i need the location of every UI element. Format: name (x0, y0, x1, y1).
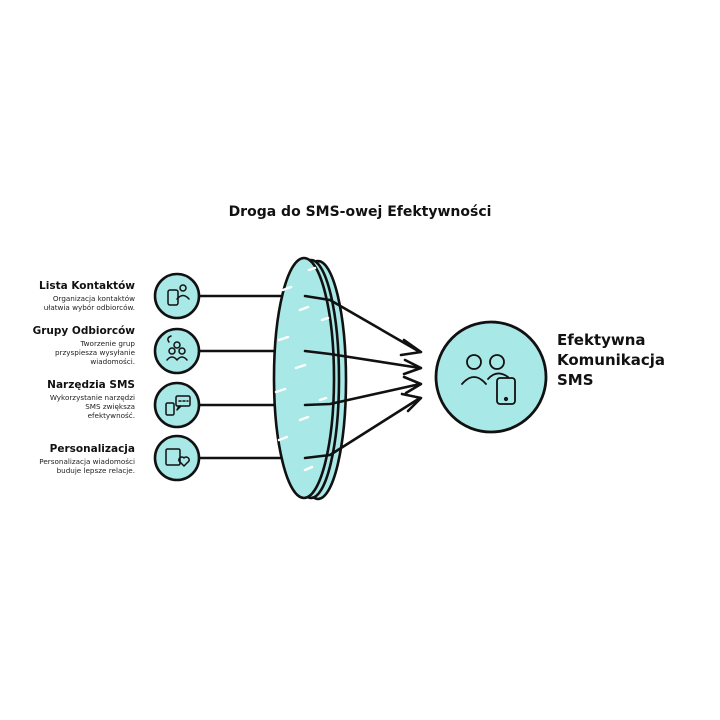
item-circle-3 (153, 381, 201, 429)
result-circle (434, 320, 548, 434)
arrowhead-1 (399, 338, 423, 357)
lens-to-result-arrows (303, 294, 423, 460)
item-title: Lista Kontaktów (39, 280, 135, 292)
arrowhead-3 (402, 375, 423, 395)
lens (272, 256, 348, 501)
item-circle-1 (153, 272, 201, 320)
result-label: Efektywna Komunikacja SMS (557, 331, 666, 389)
item-circle-2 (153, 327, 201, 375)
item-title: Grupy Odbiorców (32, 325, 135, 337)
item-personalization: Personalizacja Personalizacja wiadomości… (0, 443, 135, 475)
sms-tools-icon (165, 395, 191, 416)
users-phone-icon (461, 354, 516, 405)
arrowhead-2 (402, 358, 423, 376)
group-users-icon (166, 335, 188, 361)
item-title: Narzędzia SMS (47, 379, 135, 391)
item-circles (153, 272, 201, 482)
contact-phone-icon (167, 284, 190, 306)
diagram-title: Droga do SMS-owej Efektywności (228, 204, 492, 220)
heart-message-icon (165, 448, 190, 467)
item-title: Personalizacja (49, 443, 135, 455)
item-circle-4 (153, 434, 201, 482)
arrowhead-4 (400, 392, 423, 413)
